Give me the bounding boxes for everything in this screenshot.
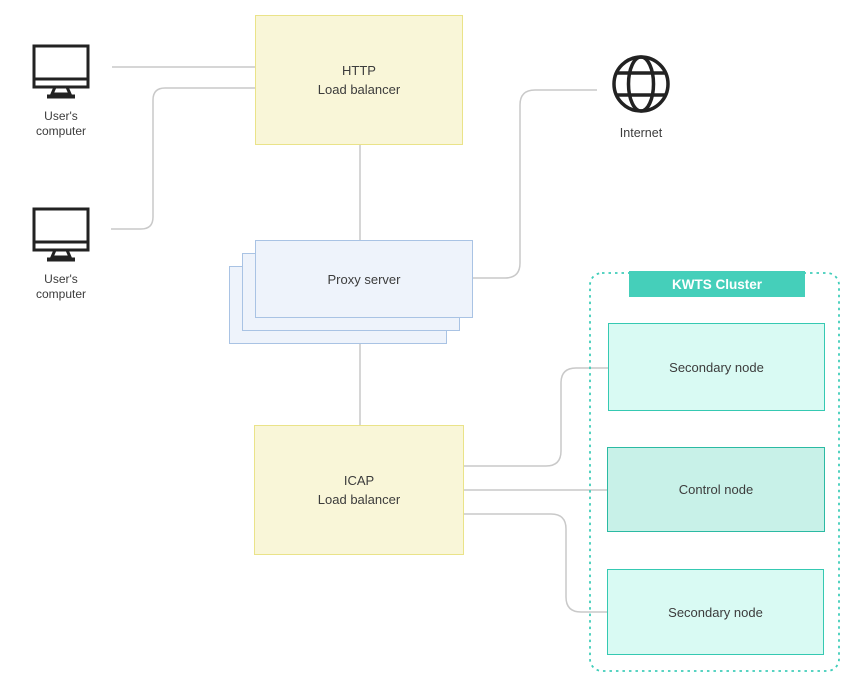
wire-proxy-internet <box>473 89 597 279</box>
secondary-node-2: Secondary node <box>607 569 824 655</box>
secondary-node-2-label: Secondary node <box>668 604 763 620</box>
icap-load-balancer-box: ICAP Load balancer <box>254 425 464 555</box>
http-load-balancer-label-line1: HTTP <box>342 63 376 78</box>
http-load-balancer-box: HTTP Load balancer <box>255 15 463 145</box>
wire-icap-secondary2 <box>464 513 607 613</box>
http-load-balancer-label-line2: Load balancer <box>317 82 401 97</box>
users-computer-1-label: User's computer <box>35 109 87 138</box>
wire-computer2-http <box>111 87 255 230</box>
globe-icon <box>612 55 670 113</box>
secondary-node-1: Secondary node <box>608 323 825 411</box>
icap-load-balancer-label-line2: Load balancer <box>317 492 401 507</box>
users-computer-2: User's computer <box>21 206 101 302</box>
users-computer-2-label: User's computer <box>35 272 87 301</box>
secondary-node-1-label: Secondary node <box>669 359 764 375</box>
monitor-icon <box>32 207 90 262</box>
proxy-server-box: Proxy server <box>255 240 473 318</box>
kwts-cluster: KWTS Cluster Secondary node Control node… <box>589 271 840 672</box>
icap-load-balancer-label-line1: ICAP <box>343 473 375 488</box>
internet-label: Internet <box>619 126 663 140</box>
proxy-server-stack: Proxy server <box>229 240 473 344</box>
monitor-icon <box>32 44 90 99</box>
internet-node: Internet <box>601 52 681 141</box>
control-node-label: Control node <box>678 482 754 497</box>
kwts-cluster-title: KWTS Cluster <box>629 271 805 297</box>
proxy-server-label: Proxy server <box>327 271 401 287</box>
users-computer-1: User's computer <box>21 43 101 139</box>
control-node: Control node <box>607 447 825 532</box>
wire-icap-secondary1 <box>464 367 608 467</box>
